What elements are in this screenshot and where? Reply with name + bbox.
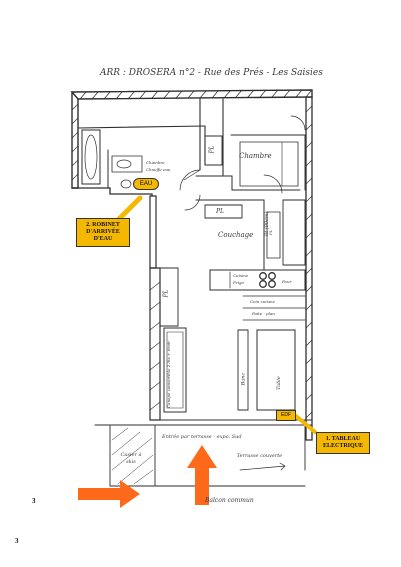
room-label-chambre-small: Chambre (146, 160, 165, 165)
room-label-entree: Entrée par terrasse - expo. Sud (162, 434, 242, 440)
room-label-pl-4: PL (268, 229, 274, 236)
room-label-faite: Faite - plan (252, 311, 275, 316)
page-number-left: 3 (32, 497, 36, 505)
room-label-pl-2: PL (216, 208, 225, 215)
room-label-terrasse: Terrasse couverte (236, 453, 283, 459)
room-label-chambre: Chambre (239, 152, 272, 160)
page-number-bottom: 3 (15, 537, 19, 545)
room-label-pl-1: PL (208, 145, 216, 154)
edf-badge: EDF (276, 410, 296, 421)
room-label-four: Four (282, 279, 292, 284)
wall-hatching-top (79, 89, 312, 100)
room-label-table: Table (275, 376, 282, 390)
room-label-balcon: Balcon commun (205, 497, 254, 504)
room-label-banc: Banc (240, 372, 247, 386)
arrow-up (187, 445, 217, 505)
plan-header: ARR : DROSERA n°2 - Rue des Prés - Les S… (100, 68, 323, 78)
room-label-chauffe-eau: Chauffe eau (146, 167, 171, 172)
room-label-pl-3: PL (162, 289, 170, 298)
room-label-couchage: Couchage (218, 231, 254, 239)
arrow-right (78, 480, 140, 508)
room-label-frigo: Frigo (233, 280, 244, 285)
room-label-canape: Canapé convertible 2 lits + tiroir (166, 340, 171, 408)
callout-tableau: 1. TABLEAU ELECTRIQUE (316, 432, 370, 454)
eau-badge: EAU (133, 178, 159, 190)
callout-robinet: 2. ROBINET D'ARRIVÉE D'EAU (76, 218, 130, 247)
room-label-cuisine: Cuisine (233, 273, 249, 278)
room-label-casier: Casier à skis (120, 452, 142, 465)
room-label-coin-cuisine: Coin cuisine (250, 299, 275, 304)
